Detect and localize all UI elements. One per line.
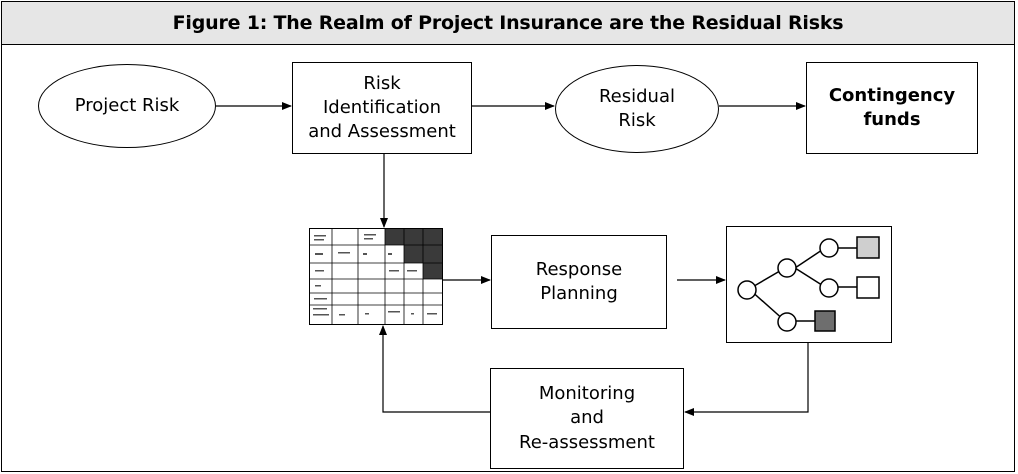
monitoring-node: Monitoring and Re-assessment (490, 368, 684, 469)
risk-identification-line-2: Identification (322, 96, 442, 118)
contingency-funds-line-2: funds (863, 109, 921, 130)
risk-matrix-lines (310, 229, 442, 324)
residual-risk-line-1: Residual (598, 85, 676, 107)
tree-leaf-light (856, 236, 880, 259)
response-planning-line-1: Response (535, 258, 623, 280)
project-risk-node: Project Risk (38, 64, 216, 148)
arrow-tree-to-monitoring (684, 343, 809, 416)
residual-risk-node: Residual Risk (555, 65, 719, 153)
arrow-monitoring-to-matrix (379, 325, 490, 413)
risk-matrix-icon (309, 228, 443, 325)
tree-leaf-dark (814, 310, 836, 332)
response-planning-line-2: Planning (540, 283, 618, 304)
response-planning-node: Response Planning (491, 235, 667, 329)
risk-matrix-grid (310, 229, 442, 324)
risk-identification-line-3: and Assessment (308, 121, 456, 143)
contingency-funds-node: Contingency funds (806, 62, 978, 154)
tree-leaf-white (856, 276, 880, 299)
monitoring-line-1: Monitoring (538, 383, 636, 405)
decision-tree-graphic (737, 236, 880, 332)
monitoring-line-3: Re-assessment (519, 431, 655, 453)
risk-matrix-dark-cells (385, 229, 442, 279)
decision-tree-nodes (737, 238, 839, 332)
project-risk-label: Project Risk (74, 94, 180, 116)
risk-identification-node: Risk Identification and Assessment (292, 62, 472, 154)
risk-matrix-tiny-marks (313, 234, 437, 316)
figure-title-bar: Figure 1: The Realm of Project Insurance… (2, 2, 1014, 45)
residual-risk-line-2: Risk (618, 110, 656, 131)
decision-tree-icon (726, 226, 892, 343)
contingency-funds-line-1: Contingency (828, 84, 956, 106)
risk-identification-line-1: Risk (363, 72, 401, 94)
figure-title: Figure 1: The Realm of Project Insurance… (172, 12, 844, 34)
monitoring-line-2: and (570, 407, 604, 429)
